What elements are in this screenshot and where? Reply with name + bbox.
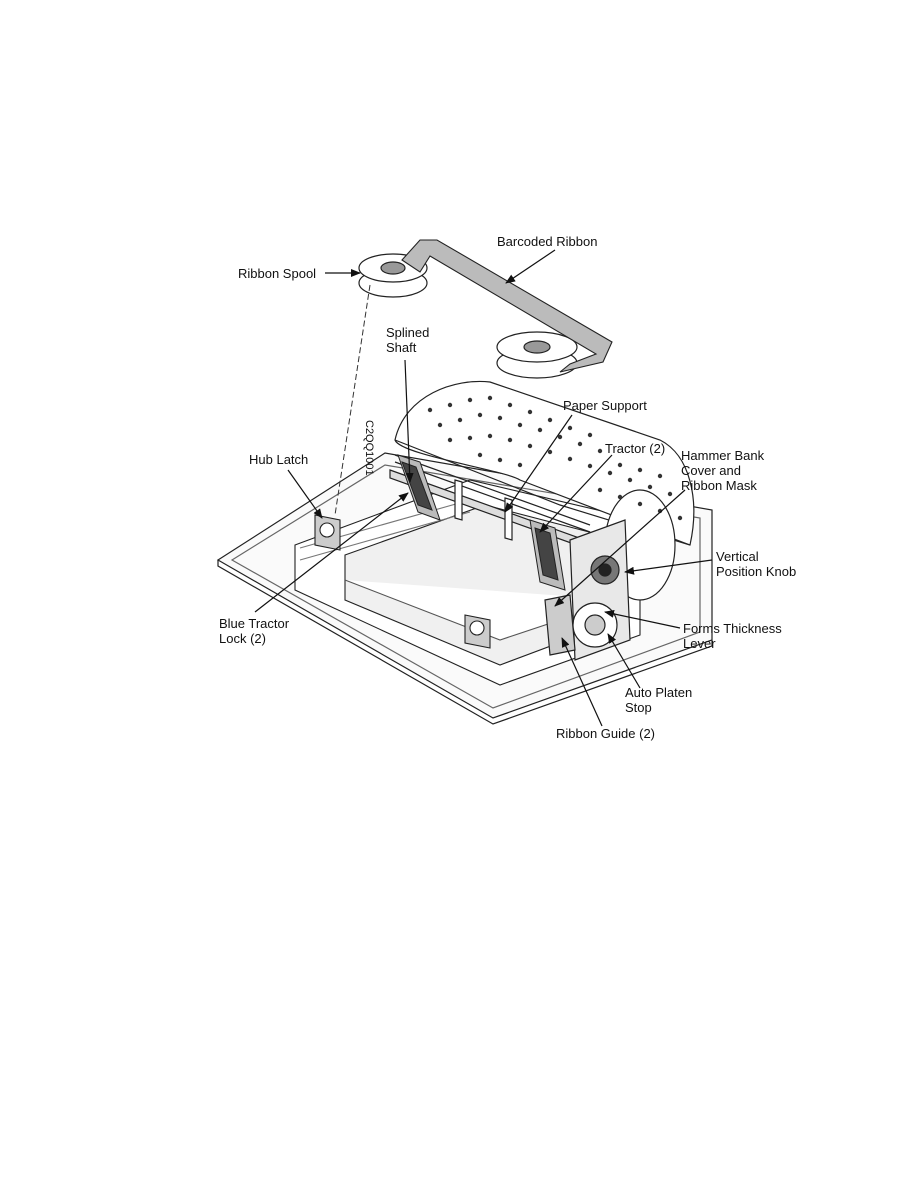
leader-paper-support	[504, 414, 573, 513]
label-splined-shaft: Splined Shaft	[386, 325, 430, 355]
leader-ribbon-guide	[561, 637, 603, 727]
label-vertical-position-knob: Vertical Position Knob	[716, 549, 797, 579]
label-hub-latch: Hub Latch	[249, 452, 309, 467]
hub-latch-left	[314, 514, 341, 551]
spool-dash-line	[334, 284, 371, 516]
leader-blue-tractor-lock	[254, 492, 409, 613]
label-paper-support: Paper Support	[563, 398, 647, 413]
label-ribbon-guide: Ribbon Guide (2)	[556, 726, 655, 741]
leader-hub-latch	[287, 469, 323, 519]
label-blue-tractor-lock: Blue Tractor Lock (2)	[219, 616, 290, 646]
leader-auto-platen-stop	[607, 633, 641, 689]
leader-lines	[254, 249, 713, 727]
platen-holes	[427, 395, 683, 521]
ribbon-spool-bottom	[496, 331, 578, 379]
leader-forms-thickness-lever	[604, 609, 681, 629]
leader-barcoded-ribbon	[505, 249, 556, 284]
ribbon-band	[401, 239, 613, 373]
figure-code: C2QQ1001	[363, 420, 375, 476]
label-barcoded-ribbon: Barcoded Ribbon	[497, 234, 598, 249]
label-auto-platen-stop: Auto Platen Stop	[625, 685, 693, 715]
leader-splined-shaft	[404, 359, 414, 483]
leader-vertical-position-knob	[624, 559, 713, 575]
leader-tractor	[539, 454, 613, 533]
label-ribbon-spool: Ribbon Spool	[238, 266, 317, 281]
label-hammer-bank: Hammer Bank Cover and Ribbon Mask	[681, 448, 765, 493]
hub-latch-right	[464, 614, 491, 649]
side-mechanism	[544, 519, 631, 661]
label-forms-thickness-lever: Forms Thickness Lever	[683, 621, 782, 651]
leader-hammer-bank	[554, 489, 686, 607]
label-tractor: Tractor (2)	[605, 441, 666, 456]
right-tractor	[529, 519, 566, 591]
